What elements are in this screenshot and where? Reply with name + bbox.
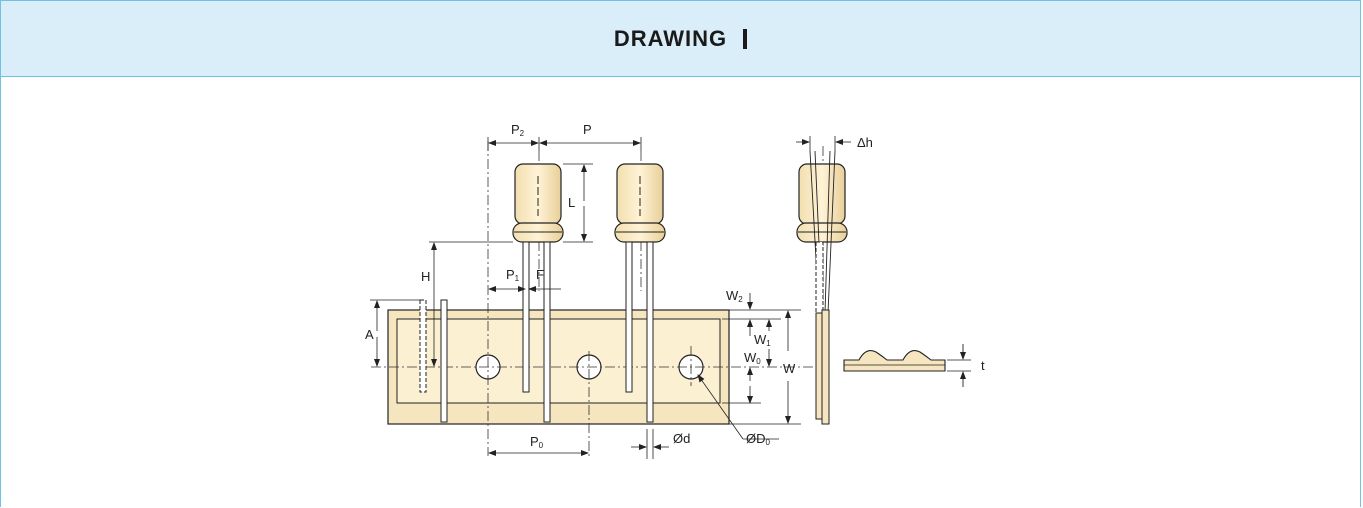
tape-cross-section (843, 344, 971, 387)
label-p0: P0 (530, 434, 544, 450)
header-bar: DRAWING (1, 1, 1360, 77)
label-a: A (365, 327, 374, 342)
label-h: H (421, 269, 430, 284)
capacitor-1 (512, 163, 564, 423)
label-w2: W2 (726, 288, 743, 304)
label-d: Ød (673, 431, 690, 446)
capacitor-2 (614, 163, 666, 423)
label-w0: W0 (744, 350, 761, 366)
label-t: t (981, 358, 985, 373)
page-title: DRAWING (613, 25, 728, 51)
dimension-lines (370, 136, 851, 459)
label-p1: P1 (506, 267, 520, 283)
left-leads (419, 299, 448, 423)
label-w1: W1 (754, 332, 771, 348)
side-view (796, 150, 848, 425)
label-d0: ØD0 (746, 431, 771, 447)
label-p: P (583, 122, 592, 137)
label-f: F (536, 267, 544, 282)
label-p2: P2 (511, 122, 525, 138)
title-bar-icon (743, 28, 748, 49)
dimension-labels: P2 P Δh L H P1 F W2 W1 W0 W A t P0 Ød ØD… (365, 122, 985, 450)
label-l: L (568, 195, 575, 210)
label-delta-h: Δh (857, 135, 873, 150)
label-w: W (783, 361, 796, 376)
taping-drawing: P2 P Δh L H P1 F W2 W1 W0 W A t P0 Ød ØD… (365, 122, 985, 459)
